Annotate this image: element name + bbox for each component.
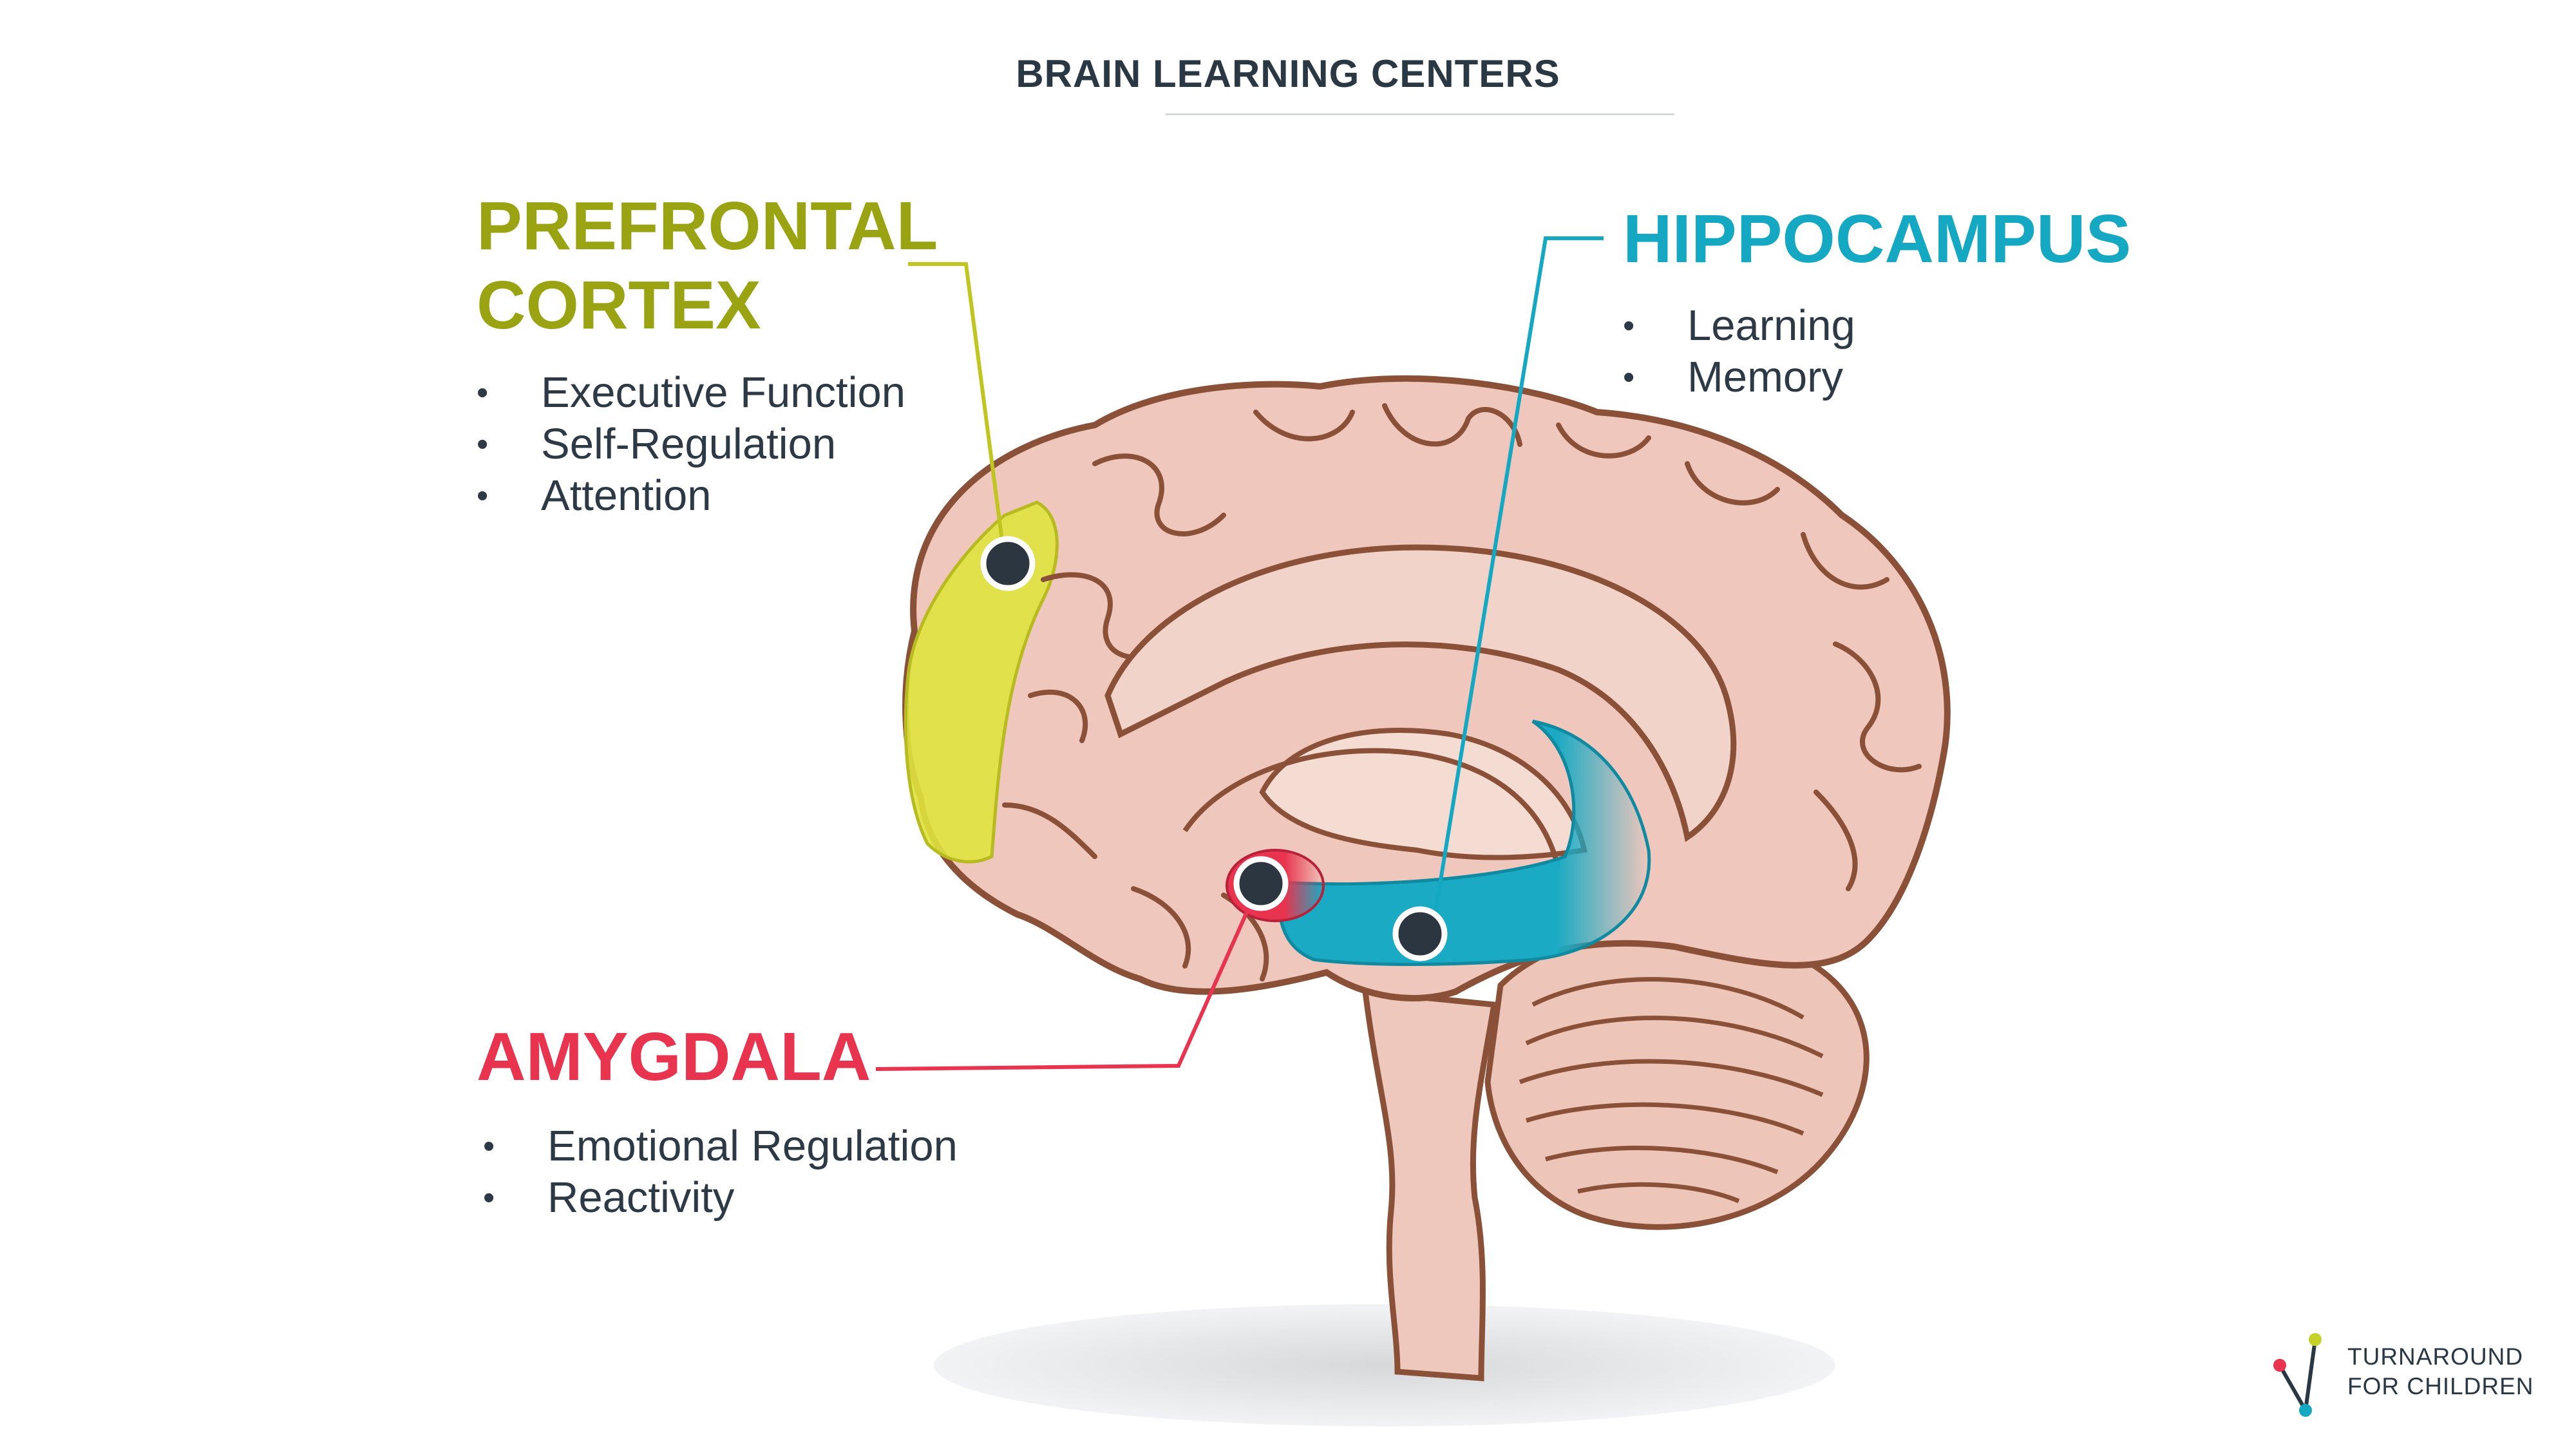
markers	[980, 536, 1448, 961]
prefrontal-highlight	[904, 500, 1059, 864]
brain-stem	[1361, 988, 1498, 1381]
logo-line-2: FOR CHILDREN	[2347, 1373, 2534, 1399]
turnaround-logo: TURNAROUND FOR CHILDREN	[2267, 1327, 2550, 1430]
list-item: Memory	[1623, 352, 2138, 403]
logo-line-1: TURNAROUND	[2347, 1343, 2524, 1370]
page-title: BRAIN LEARNING CENTERS	[1016, 52, 1560, 95]
list-item: Attention	[477, 470, 940, 522]
cerebellum-folds	[1519, 977, 1824, 1204]
hippocampus-list: Learning Memory	[1623, 300, 2138, 403]
fornix	[1182, 748, 1561, 870]
hippocampus-leader-line	[1431, 236, 1604, 928]
hippocampus-marker	[1392, 906, 1448, 961]
hippocampus-title: HIPPOCAMPUS	[1623, 201, 2132, 277]
amygdala-title: AMYGDALA	[477, 1019, 871, 1095]
ground-shadow	[934, 1304, 1835, 1426]
list-item: Learning	[1623, 300, 2138, 352]
corpus-callosum	[1104, 544, 1737, 842]
hippocampus-highlight	[1278, 719, 1651, 966]
leader-lines	[875, 236, 1604, 1071]
list-item: Emotional Regulation	[483, 1121, 1063, 1172]
list-item: Executive Function	[477, 367, 940, 419]
amygdala-list: Emotional Regulation Reactivity	[483, 1121, 1063, 1224]
prefrontal-marker	[980, 536, 1036, 591]
prefrontal-leader-line	[908, 262, 1007, 561]
title-divider	[1166, 113, 1674, 115]
cerebrum	[902, 375, 1951, 1001]
gyri	[1002, 403, 1922, 981]
list-item: Self-Regulation	[477, 419, 940, 470]
cerebellum	[1484, 925, 1870, 1230]
amygdala-leader-line	[875, 891, 1258, 1071]
amygdala-marker	[1233, 856, 1289, 911]
prefrontal-cortex-list: Executive Function Self-Regulation Atten…	[477, 367, 940, 522]
prefrontal-cortex-title: PREFRONTAL CORTEX	[477, 188, 937, 343]
list-item: Reactivity	[483, 1172, 1063, 1224]
logo-mark-icon	[2273, 1333, 2322, 1417]
